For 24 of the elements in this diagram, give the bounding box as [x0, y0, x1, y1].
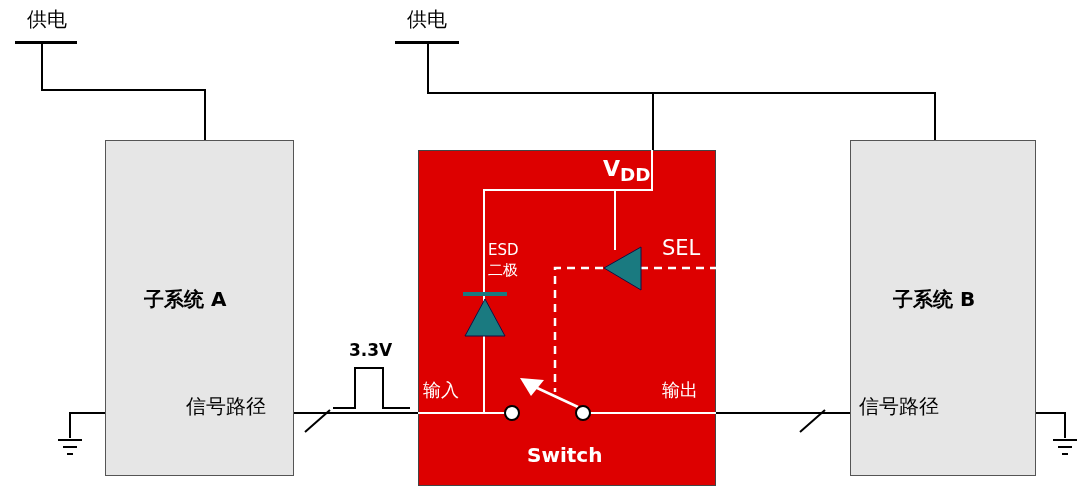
wire [69, 412, 106, 439]
wire [715, 409, 851, 433]
wire [41, 43, 206, 141]
supply-label: 供电 [407, 6, 447, 33]
signal-path-label: 信号路径 [859, 393, 939, 420]
signal-path-label: 信号路径 [186, 393, 266, 420]
ground-icon [1053, 438, 1077, 458]
switch-title: Switch [527, 443, 603, 467]
subsystem-title: 子系统 B [893, 286, 976, 313]
wire [293, 367, 419, 433]
subsystem-box [105, 140, 294, 476]
wire [1035, 412, 1066, 439]
pin-label: SEL [662, 236, 701, 260]
subsystem-box [850, 140, 1036, 476]
component-label: ESD 二极 [488, 241, 520, 280]
voltage-label: 3.3V [349, 340, 393, 360]
wire [427, 43, 936, 141]
ground-icon [58, 438, 82, 458]
supply-pin-label: V$_{DD}$ [603, 156, 651, 186]
subsystem-title: 子系统 A [144, 286, 227, 313]
port-label: 输入 [423, 378, 459, 402]
supply-label: 供电 [27, 6, 67, 33]
port-label: 输出 [662, 378, 698, 402]
switch-box [418, 150, 716, 486]
